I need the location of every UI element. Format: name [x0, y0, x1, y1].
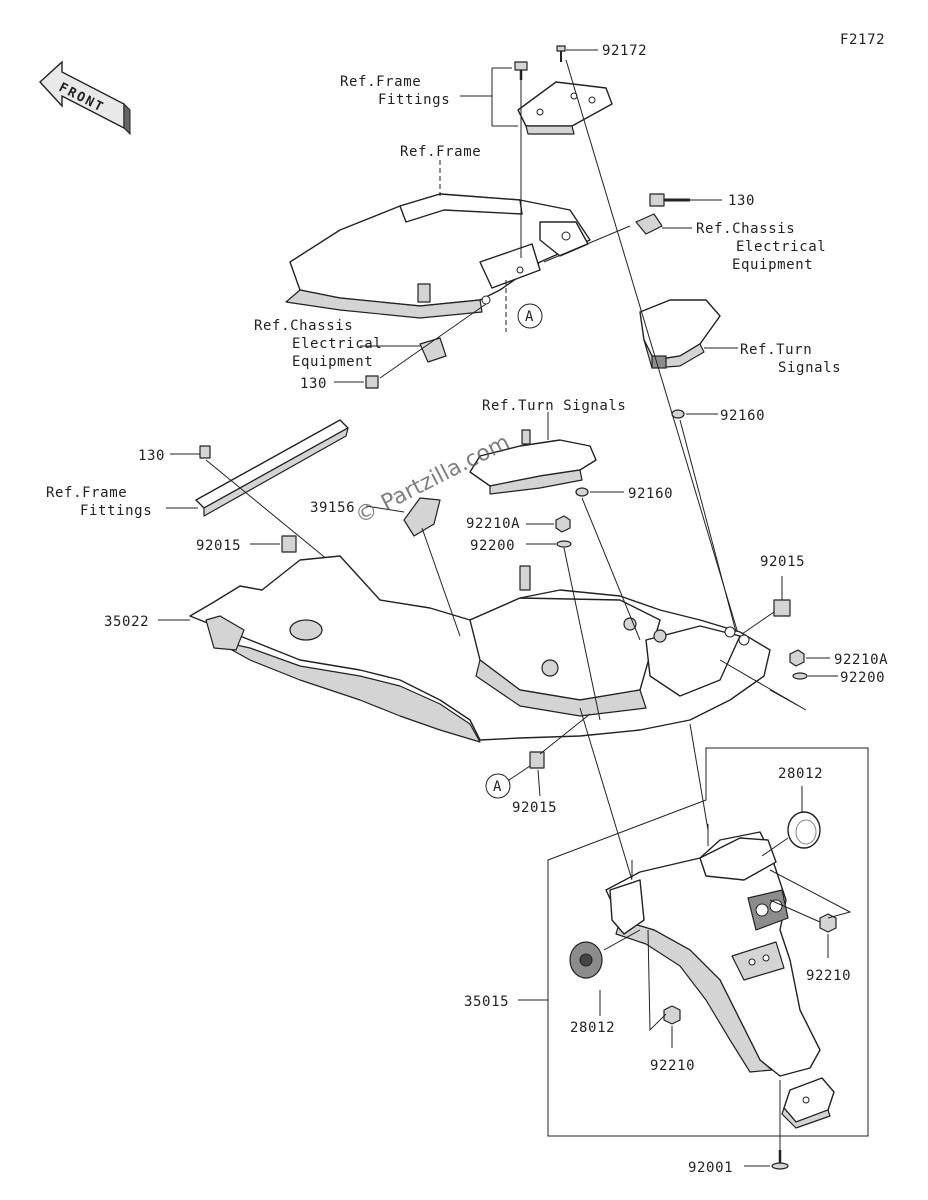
- label-ref-turn-right-2: Signals: [778, 360, 841, 376]
- bolt-130-top-icon: [649, 193, 690, 207]
- guide-line-center-to-bracket: [579, 707, 633, 881]
- washer-92200-center-icon: [556, 540, 572, 548]
- frame-reference: [285, 193, 591, 319]
- label-130-left: 130: [138, 448, 165, 464]
- label-ref-chassis-left-3: Equipment: [292, 354, 373, 370]
- label-92172: 92172: [602, 43, 647, 59]
- frame-fittings-bracket: [517, 81, 613, 135]
- leader-ref-frame-fittings-top: [460, 67, 518, 127]
- bolt-92172-icon: [556, 45, 566, 62]
- label-ref-frame-fittings-top-1: Ref.Frame: [340, 74, 421, 90]
- label-92210-right: 92210: [806, 968, 851, 984]
- nut-92210-bottom-icon: [663, 1005, 681, 1025]
- label-ref-frame: Ref.Frame: [400, 144, 481, 160]
- leader-92210-bottom: [647, 929, 673, 1048]
- label-92160-a: 92160: [720, 408, 765, 424]
- turn-signal-center: [469, 429, 597, 495]
- label-35022: 35022: [104, 614, 149, 630]
- label-92210a-right: 92210A: [834, 652, 888, 668]
- guide-line-92015-right: [741, 611, 775, 635]
- label-ref-chassis-left-2: Electrical: [292, 336, 382, 352]
- rear-fender-35022: [189, 555, 771, 743]
- label-92200-center: 92200: [470, 538, 515, 554]
- guide-line-92210-right: [769, 869, 852, 923]
- label-ref-chassis-right-3: Equipment: [732, 257, 813, 273]
- callout-a-top-label: A: [525, 309, 534, 325]
- label-92015-bottom: 92015: [512, 800, 557, 816]
- nut-92210a-right-icon: [789, 649, 805, 667]
- callout-a-bottom: A: [485, 773, 511, 799]
- screw-92001-icon: [771, 1150, 789, 1170]
- label-ref-turn-right-1: Ref.Turn: [740, 342, 812, 358]
- grommet-92160-a-icon: [671, 409, 685, 419]
- label-ref-frame-fittings-left-2: Fittings: [80, 503, 152, 519]
- label-92160-b: 92160: [628, 486, 673, 502]
- assembly-box-35015: [547, 747, 869, 1137]
- leader-39156: [365, 505, 405, 513]
- reflector-28012-right-icon: [787, 811, 821, 849]
- clamp-right-icon: [635, 213, 663, 235]
- label-ref-frame-fittings-top-2: Fittings: [378, 92, 450, 108]
- leader-92015-bottom: [505, 713, 591, 797]
- guide-line-left-clamp: [379, 303, 487, 379]
- label-28012-right: 28012: [778, 766, 823, 782]
- guide-line-right-fasteners: [719, 659, 807, 711]
- guide-line-92160-a: [679, 419, 737, 633]
- leader-ref-chassis-right: [543, 225, 692, 263]
- label-39156: 39156: [310, 500, 355, 516]
- label-92015-right: 92015: [760, 554, 805, 570]
- bolt-130-left-icon: [199, 445, 211, 459]
- leader-28012-left: [599, 929, 641, 1016]
- turn-signal-right: [639, 299, 721, 369]
- clamp-left-icon: [419, 337, 447, 363]
- collar-92015-right-icon: [773, 599, 791, 617]
- callout-a-bottom-label: A: [493, 779, 502, 795]
- label-92001: 92001: [688, 1160, 733, 1176]
- guide-line-92160-b: [581, 497, 641, 641]
- label-ref-frame-fittings-left-1: Ref.Frame: [46, 485, 127, 501]
- guide-line-92200-center: [563, 547, 601, 721]
- collar-92015-bottom-icon: [529, 751, 545, 769]
- label-130-top: 130: [728, 193, 755, 209]
- bolt-top-icon: [514, 61, 528, 80]
- label-35015: 35015: [464, 994, 509, 1010]
- label-ref-chassis-right-2: Electrical: [736, 239, 826, 255]
- pad-39156: [403, 497, 441, 537]
- collar-92015-left-icon: [281, 535, 297, 553]
- grommet-92160-b-icon: [575, 487, 589, 497]
- label-ref-chassis-left-1: Ref.Chassis: [254, 318, 353, 334]
- guide-line-fender-to-bracket: [689, 723, 709, 831]
- washer-92200-right-icon: [792, 672, 808, 680]
- bolt-130-mid-icon: [365, 375, 379, 389]
- nut-92210-right-icon: [819, 913, 837, 933]
- label-130-mid: 130: [300, 376, 327, 392]
- nut-92210a-center-icon: [555, 515, 571, 533]
- label-28012-left: 28012: [570, 1020, 615, 1036]
- guide-line-28012-right: [761, 837, 789, 857]
- label-ref-chassis-right-1: Ref.Chassis: [696, 221, 795, 237]
- figure-code: F2172: [840, 32, 885, 48]
- frame-fittings-bar: [195, 419, 349, 517]
- guide-line-39156: [421, 527, 461, 637]
- guide-line-92172: [565, 59, 741, 641]
- label-92210-bottom: 92210: [650, 1058, 695, 1074]
- license-bracket-35015: [605, 831, 835, 1129]
- label-92210a-center: 92210A: [466, 516, 520, 532]
- front-arrow-icon: FRONT: [39, 60, 131, 136]
- label-92015-left: 92015: [196, 538, 241, 554]
- callout-a-top: A: [517, 303, 543, 329]
- label-92200-right: 92200: [840, 670, 885, 686]
- reflector-28012-left-icon: [569, 941, 603, 979]
- label-ref-turn-center: Ref.Turn Signals: [482, 398, 626, 414]
